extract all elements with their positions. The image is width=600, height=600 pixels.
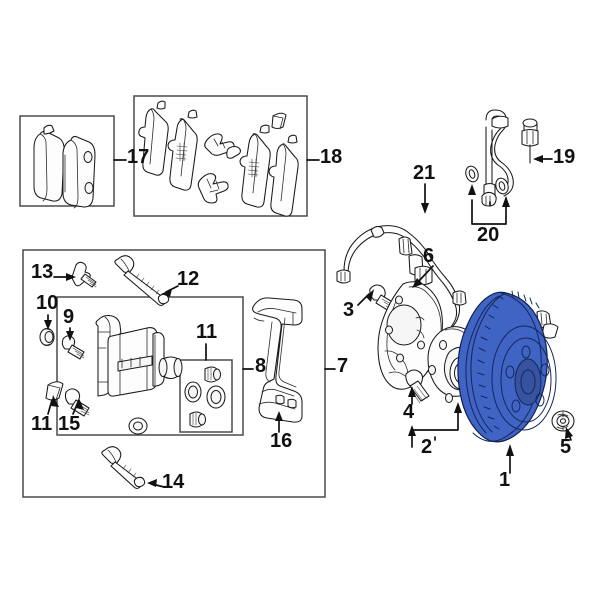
callout-number-4[interactable]: 4: [403, 401, 415, 423]
caliper-guide-pin-upper-illustration: [114, 255, 170, 307]
rotor-retaining-screw-illustration: [551, 410, 575, 432]
caliper-bleeder-screw-illustration: [61, 335, 85, 360]
callout-number-14[interactable]: 14: [162, 471, 185, 493]
callout-number-5[interactable]: 5: [560, 436, 572, 458]
caliper-mounting-bracket-illustration: [252, 297, 303, 423]
callout-number-8[interactable]: 8: [255, 355, 267, 377]
caliper-guide-pin-lower-illustration: [101, 446, 146, 490]
caliper-seal-kit-illustration: [184, 366, 226, 428]
callout-number-15[interactable]: 15: [58, 413, 81, 435]
guide-pin-bolt-illustration: [71, 261, 97, 288]
pad-friction-hatch-2: [247, 158, 260, 178]
caliper-housing-illustration: [95, 314, 183, 435]
caliper-seal-kit-shim-illustration: [45, 381, 64, 401]
bleeder-screw-cap-illustration: [39, 327, 55, 347]
brake-pad-set-inner-illustration: [33, 124, 96, 209]
callout-number-6[interactable]: 6: [423, 245, 435, 267]
callout-number-13[interactable]: 13: [31, 261, 54, 283]
callout-number-2[interactable]: 2: [421, 436, 433, 458]
callout-number-17[interactable]: 17: [127, 146, 150, 168]
brake-pad-kit-illustration: [138, 100, 299, 217]
hub-mounting-bolt-illustration: [405, 369, 430, 404]
callout-number-1[interactable]: 1: [499, 469, 511, 491]
hose-sealing-washers-illustration: [465, 165, 509, 195]
rotor-rim-hatch: [511, 290, 540, 309]
callout-number-9[interactable]: 9: [63, 306, 75, 328]
pad-friction-hatch: [175, 142, 188, 162]
callout-number-18[interactable]: 18: [320, 146, 343, 168]
callout-number-20[interactable]: 20: [477, 224, 500, 246]
callout-number-10[interactable]: 10: [36, 292, 59, 314]
callout-number-21[interactable]: 21: [413, 162, 436, 184]
leader-lines: [44, 155, 573, 488]
callout-number-7[interactable]: 7: [337, 355, 349, 377]
callout-number-12[interactable]: 12: [177, 268, 200, 290]
abs-wheel-speed-sensor-illustration: [336, 225, 559, 339]
callout-number-3[interactable]: 3: [343, 299, 355, 321]
brake-rotor-disc-illustration: [457, 290, 557, 443]
brake-hydraulic-hose-illustration: [481, 109, 539, 207]
callout-number-11-seal-kit[interactable]: 11: [196, 321, 218, 343]
callout-number-11-shim[interactable]: 11: [31, 413, 53, 435]
callout-number-19[interactable]: 19: [553, 146, 576, 168]
rotor-cooling-vanes: [477, 295, 504, 430]
callout-number-16[interactable]: 16: [270, 430, 293, 452]
